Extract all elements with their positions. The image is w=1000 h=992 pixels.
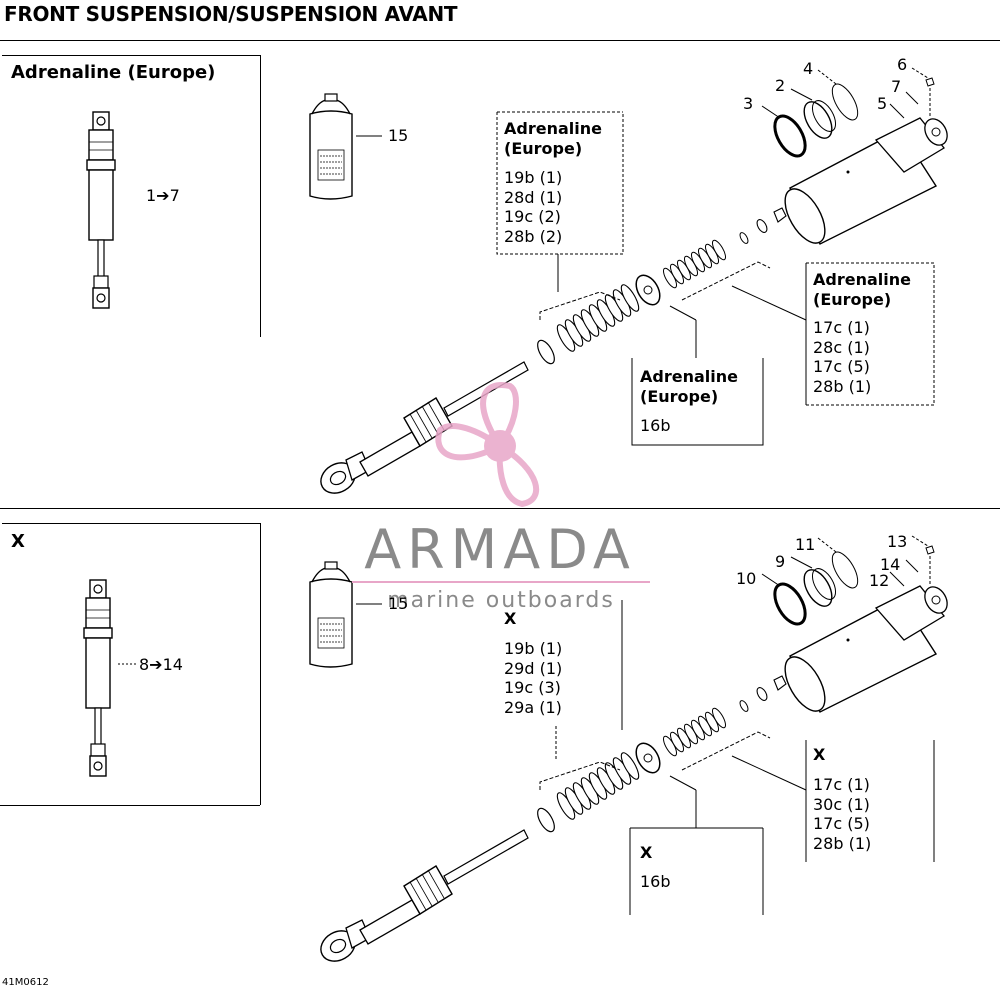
callout-line: 28b (1) [813,376,872,396]
top-inset-title: Adrenaline (Europe) [11,62,216,83]
top-callout-a-title: Adrenaline (Europe) [504,119,602,158]
callout-line: 19c (3) [504,678,561,697]
part-number-6: 6 [897,55,908,74]
callout-line: 30c (1) [813,794,870,814]
bottom-inset-title: X [11,531,25,552]
top-callout-a-lines: 19b (1) 28d (1) 19c (2) 28b (2) [504,168,562,246]
top-callout-b-title: Adrenaline (Europe) [813,270,911,309]
top-callout-c-title: Adrenaline (Europe) [640,367,738,406]
callout-line: 28b (1) [813,833,872,853]
bottom-can-label: 15 [388,594,409,613]
callout-line: 17c (5) [813,357,870,376]
bottom-callout-b-title: X [813,745,826,764]
bottom-callout-c-lines: 16b [640,872,671,892]
bottom-inset-frame-right [260,523,261,805]
bottom-callout-a-title: X [504,609,517,628]
top-inset-frame-right [260,55,261,337]
part-number-3: 3 [743,94,754,113]
part-number-12: 12 [869,571,890,590]
callout-line: 17c (5) [813,814,870,833]
callout-line: 29a (1) [504,697,562,717]
bottom-inset-range: 8➔14 [139,655,183,674]
callout-line: 19b (1) [504,639,563,658]
top-inset-range: 1➔7 [146,186,180,205]
top-callout-c-lines: 16b [640,416,671,436]
part-number-2: 2 [775,76,786,95]
top-callout-b-lines: 17c (1) 28c (1) 17c (5) 28b (1) [813,318,871,396]
watermark-brand: ARMADA [364,518,636,581]
part-number-5: 5 [877,94,888,113]
callout-line: 28b (2) [504,226,563,246]
callout-line: 17c (1) [813,318,870,337]
callout-line: 28d (1) [504,187,563,207]
watermark-tagline: marine outboards [387,588,615,613]
section-divider [0,508,1000,509]
bottom-inset-frame-top [2,523,260,524]
top-can-label: 15 [388,126,409,145]
title-rule [0,40,1000,41]
callout-line: 19b (1) [504,168,563,187]
part-number-14: 14 [880,555,901,574]
bottom-inset-frame-bottom [0,805,260,806]
callout-line: 17c (1) [813,775,870,794]
part-number-11: 11 [795,535,816,554]
callout-line: 16b [640,872,671,891]
bottom-callout-a-lines: 19b (1) 29d (1) 19c (3) 29a (1) [504,639,562,717]
bottom-callout-b-lines: 17c (1) 30c (1) 17c (5) 28b (1) [813,775,871,853]
figure-id: 41M0612 [2,977,49,988]
callout-line: 19c (2) [504,207,561,226]
top-inset-frame-top [2,55,260,56]
part-number-9: 9 [775,552,786,571]
part-number-10: 10 [736,569,757,588]
callout-line: 28c (1) [813,337,870,357]
page-title: FRONT SUSPENSION/SUSPENSION AVANT [4,2,458,26]
part-number-13: 13 [887,532,908,551]
bottom-callout-c-title: X [640,843,653,862]
watermark-propeller-icon [435,382,540,508]
part-number-7: 7 [891,77,902,96]
callout-line: 29d (1) [504,658,563,678]
callout-line: 16b [640,416,671,435]
part-number-4: 4 [803,59,814,78]
